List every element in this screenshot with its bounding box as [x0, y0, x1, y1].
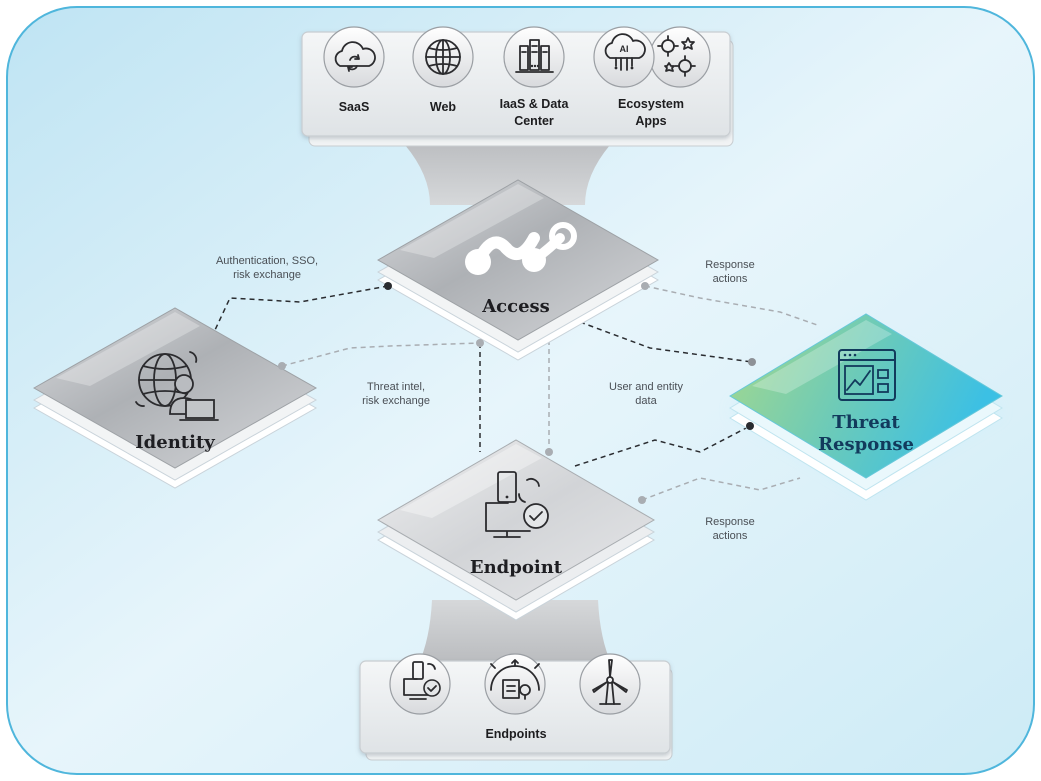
endpoints-label: Endpoints [485, 727, 546, 741]
edge-label-response-bottom: Response actions [705, 516, 755, 542]
threat-response-tile[interactable] [729, 313, 1003, 501]
endpoint-devices-icon [485, 471, 549, 538]
connector-endpoint-threat-light [641, 477, 801, 501]
edge-label-line: risk exchange [233, 269, 301, 281]
threat-window-chart-icon [838, 349, 896, 401]
top-funnel [405, 145, 610, 205]
connectors [214, 285, 821, 501]
node-title-threat-line2: Response [818, 434, 914, 455]
connector-access-threat-mid [579, 321, 753, 363]
device-check-icon [403, 661, 441, 700]
edge-label-line: Response [705, 259, 755, 271]
edge-label-line: risk exchange [362, 395, 430, 407]
node-title-access: Access [481, 296, 550, 317]
edge-label-line: Authentication, SSO, [216, 255, 318, 267]
capability-web[interactable]: Web [412, 26, 474, 114]
ai-badge: AI [620, 44, 629, 54]
capability-label: Web [430, 100, 457, 114]
identity-globe-user-icon [135, 351, 219, 421]
capability-label: Ecosystem [618, 97, 684, 111]
connector-access-threat-top [644, 285, 821, 327]
node-title-identity: Identity [135, 432, 215, 453]
gears-icon [657, 35, 696, 77]
ai-chip-icon: AI [604, 33, 646, 71]
wind-turbine-icon [592, 659, 628, 705]
capability-saas[interactable]: SaaS [323, 26, 385, 114]
edge-label-line: actions [713, 530, 748, 542]
globe-icon [425, 39, 461, 75]
node-title-threat-line1: Threat [832, 412, 900, 433]
edge-label-line: actions [713, 273, 748, 285]
connector-identity-endpoint [281, 342, 481, 367]
capability-label-line2: Apps [635, 114, 666, 128]
node-title-endpoint: Endpoint [470, 557, 563, 578]
background-frame [6, 6, 1035, 775]
endpoint-device-3[interactable] [579, 653, 641, 715]
capability-label-line2: Center [514, 114, 554, 128]
capability-ecosystem[interactable]: AI Ecosystem Apps [593, 26, 711, 128]
edge-label-threat-intel: Threat intel, risk exchange [362, 381, 430, 407]
capability-label: IaaS & Data [500, 97, 570, 111]
bottom-funnel [418, 600, 612, 665]
edge-label-line: data [635, 395, 657, 407]
edge-label-line: User and entity [609, 381, 683, 393]
edge-label-user-entity: User and entity data [609, 381, 683, 407]
server-rack-icon [515, 39, 554, 73]
capability-label: SaaS [339, 100, 370, 114]
capability-iaas[interactable]: IaaS & Data Center [500, 26, 570, 128]
edge-label-line: Response [705, 516, 755, 528]
cloud-sync-icon [334, 41, 376, 72]
edge-label-auth: Authentication, SSO, risk exchange [216, 255, 318, 281]
access-nodes-icon [465, 222, 577, 275]
endpoint-tile[interactable] [377, 439, 655, 621]
connector-dots [278, 282, 756, 504]
endpoint-device-1[interactable] [389, 653, 451, 715]
building-signal-icon [490, 659, 540, 700]
edge-label-response-top: Response actions [705, 259, 755, 285]
endpoint-device-2[interactable] [484, 653, 546, 715]
edge-label-line: Threat intel, [367, 381, 425, 393]
